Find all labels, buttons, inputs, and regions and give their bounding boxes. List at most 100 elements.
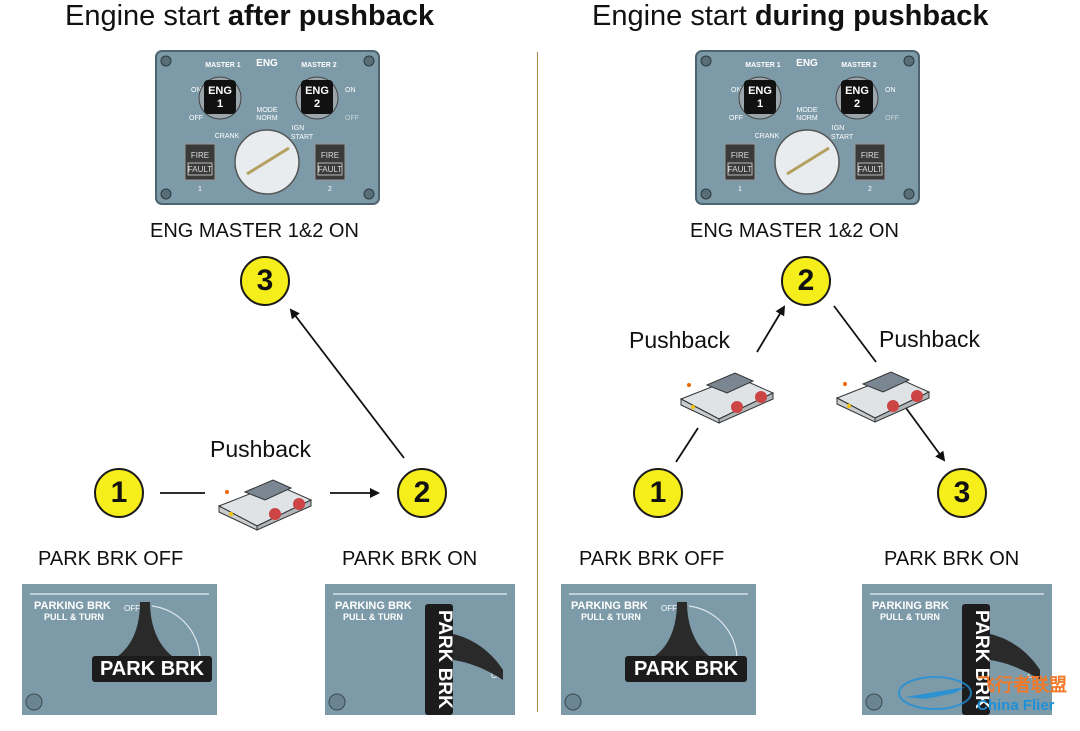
- eng1-num: 1: [757, 98, 763, 110]
- fire-label-2: FIRE: [321, 151, 339, 160]
- start-label: START: [291, 134, 314, 141]
- norm-label: NORM: [796, 115, 818, 122]
- left-tug-icon: [217, 479, 313, 531]
- watermark-plane-icon: [898, 676, 972, 710]
- parking-brk-label: PARKING BRK: [335, 600, 412, 612]
- left-eng-panel: ENG MASTER 1 MASTER 2 ON OFF ON OFF ENG …: [155, 50, 380, 205]
- pull-turn-label: PULL & TURN: [343, 612, 403, 622]
- right-title-bold: during pushback: [754, 0, 989, 32]
- park-brk-handle[interactable]: PARK BRK: [962, 604, 1040, 715]
- eng2-switch[interactable]: ENG 2: [295, 76, 339, 120]
- right-eng-master-label: ENG MASTER 1&2 ON: [690, 220, 899, 242]
- fire-label-2: FIRE: [861, 151, 879, 160]
- left-step-2-badge: 2: [397, 468, 447, 518]
- park-brk-handle[interactable]: PARK BRK: [425, 604, 503, 715]
- eng2-num: 2: [314, 98, 320, 110]
- left-park-brk-on-panel: PARKING BRK PULL & TURN ON PARK BRK: [325, 584, 515, 715]
- left-title-prefix: Engine start: [65, 0, 228, 32]
- watermark-cn: 飞行者联盟: [977, 675, 1067, 695]
- crank-label: CRANK: [215, 133, 240, 140]
- off-label-2: OFF: [885, 115, 899, 122]
- master1-label: MASTER 1: [745, 62, 781, 69]
- off-label-2: OFF: [345, 115, 359, 122]
- left-step-3-badge: 3: [240, 256, 290, 306]
- right-line-2: [833, 305, 877, 363]
- start-label: START: [831, 134, 854, 141]
- eng1-num: 1: [217, 98, 223, 110]
- master1-label: MASTER 1: [205, 62, 241, 69]
- left-title: Engine start after pushback: [65, 0, 434, 33]
- off-label-1: OFF: [189, 115, 203, 122]
- right-step-3-badge: 3: [937, 468, 987, 518]
- fault-label-1: FAULT: [728, 165, 752, 174]
- eng-panel-title: ENG: [796, 58, 818, 69]
- fire-fault-2: FIRE FAULT: [854, 143, 886, 181]
- num2-label: 2: [868, 186, 872, 193]
- right-step-1-badge: 1: [633, 468, 683, 518]
- fire-fault-2: FIRE FAULT: [314, 143, 346, 181]
- num1-label: 1: [198, 186, 202, 193]
- fire-fault-1: FIRE FAULT: [184, 143, 216, 181]
- right-arrow-to-2: [756, 305, 786, 353]
- pull-turn-label: PULL & TURN: [880, 612, 940, 622]
- right-pushback-label-b: Pushback: [879, 326, 981, 352]
- mode-label: MODE: [257, 107, 278, 114]
- right-tug-icon-a: [679, 372, 775, 424]
- ign-label: IGN: [292, 125, 304, 132]
- fire-label-1: FIRE: [191, 151, 209, 160]
- right-title-prefix: Engine start: [592, 0, 755, 32]
- right-pushback-label-a: Pushback: [629, 327, 731, 353]
- num1-label: 1: [738, 186, 742, 193]
- parking-brk-label: PARKING BRK: [872, 600, 949, 612]
- mode-label: MODE: [797, 107, 818, 114]
- fire-fault-1: FIRE FAULT: [724, 143, 756, 181]
- right-tug-icon-b: [835, 371, 931, 423]
- crank-label: CRANK: [755, 133, 780, 140]
- park-brk-handle[interactable]: PARK BRK: [92, 602, 212, 682]
- left-park-on-label: PARK BRK ON: [342, 548, 478, 570]
- norm-label: NORM: [256, 115, 278, 122]
- eng2-label: ENG: [845, 85, 869, 97]
- left-park-brk-off-panel: PARKING BRK PULL & TURN OFF PARK BRK: [22, 584, 217, 715]
- right-line-1: [675, 427, 699, 463]
- parking-brk-label: PARKING BRK: [34, 600, 111, 612]
- master2-label: MASTER 2: [301, 62, 337, 69]
- on-label-1: ON: [731, 87, 742, 94]
- park-off-mark: OFF: [661, 604, 677, 613]
- park-brk-handle-label: PARK BRK: [634, 658, 739, 680]
- num2-label: 2: [328, 186, 332, 193]
- park-off-mark: OFF: [124, 604, 140, 613]
- right-arrow-to-3: [905, 407, 946, 462]
- fire-label-1: FIRE: [731, 151, 749, 160]
- right-park-brk-off-panel: PARKING BRK PULL & TURN OFF PARK BRK: [561, 584, 756, 715]
- right-park-brk-on-panel: PARKING BRK PULL & TURN ON PARK BRK: [862, 584, 1052, 715]
- master2-label: MASTER 2: [841, 62, 877, 69]
- off-label-1: OFF: [729, 115, 743, 122]
- left-park-off-label: PARK BRK OFF: [38, 548, 184, 570]
- left-eng-master-label: ENG MASTER 1&2 ON: [150, 220, 359, 242]
- right-title: Engine start during pushback: [592, 0, 988, 33]
- right-park-off-label: PARK BRK OFF: [579, 548, 725, 570]
- ign-label: IGN: [832, 125, 844, 132]
- parking-brk-label: PARKING BRK: [571, 600, 648, 612]
- mode-selector-knob[interactable]: [774, 129, 840, 195]
- right-step-2-badge: 2: [781, 256, 831, 306]
- eng1-switch[interactable]: ENG 1: [198, 76, 242, 120]
- park-brk-handle-label: PARK BRK: [100, 658, 205, 680]
- park-brk-handle[interactable]: PARK BRK: [625, 602, 747, 682]
- park-brk-handle-label: PARK BRK: [971, 610, 992, 709]
- eng2-switch[interactable]: ENG 2: [835, 76, 879, 120]
- fault-label-2: FAULT: [858, 165, 882, 174]
- mode-selector-knob[interactable]: [234, 129, 300, 195]
- on-label-2: ON: [345, 87, 356, 94]
- eng1-switch[interactable]: ENG 1: [738, 76, 782, 120]
- left-arrow-to-3: [289, 308, 405, 459]
- on-label-2: ON: [885, 87, 896, 94]
- eng1-label: ENG: [208, 85, 232, 97]
- watermark-en: China Flier: [977, 697, 1055, 714]
- right-park-on-label: PARK BRK ON: [884, 548, 1020, 570]
- left-pushback-label: Pushback: [210, 436, 312, 462]
- eng2-num: 2: [854, 98, 860, 110]
- on-label-1: ON: [191, 87, 202, 94]
